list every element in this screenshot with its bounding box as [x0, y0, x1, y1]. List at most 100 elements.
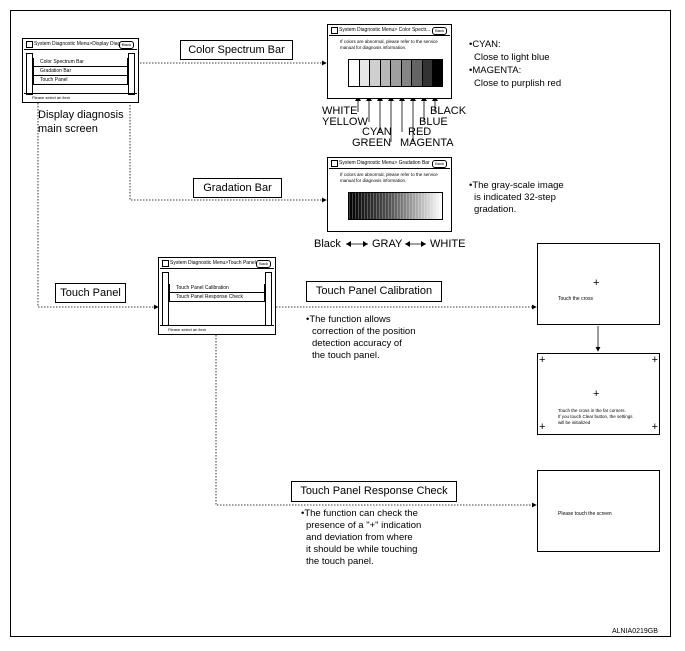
main-screen-caption-2: main screen: [38, 123, 98, 135]
back-button[interactable]: Back: [432, 27, 447, 35]
color-note-4: Close to purplish red: [474, 78, 562, 89]
home-icon[interactable]: [331, 27, 338, 34]
swatch: [349, 60, 360, 86]
home-icon[interactable]: [26, 41, 33, 48]
main-screen-title: System Diagnostic Menu>Display Diag...: [34, 41, 125, 47]
response-note-2: presence of a "+" indication: [306, 520, 422, 531]
line-to-gradation: [129, 105, 327, 203]
gradation-screen: System Diagnostic Menu> Gradation Bar Ba…: [327, 157, 452, 232]
gray-scale-white: WHITE: [430, 238, 466, 250]
response-note-5: the touch panel.: [306, 556, 374, 567]
calibration-note-3: detection accuracy of: [312, 338, 402, 349]
gradation-note-2: is indicated 32-step: [474, 192, 556, 203]
color-note-3: •MAGENTA:: [469, 65, 522, 76]
swatch: [391, 60, 402, 86]
swatch: [360, 60, 370, 86]
label-touch-panel: Touch Panel: [55, 283, 126, 303]
gray-scale-gray: GRAY: [372, 238, 403, 250]
calibration-panel-2-text-2: If you touch Clear button, the settings: [558, 414, 633, 419]
color-screen-title: System Diagnostic Menu> Color Spectr...: [339, 27, 431, 33]
gradation-bar: [348, 192, 443, 220]
color-screen: System Diagnostic Menu> Color Spectr... …: [327, 24, 452, 99]
color-name-white: WHITE: [322, 105, 358, 117]
line-to-touch: [37, 100, 159, 310]
response-panel-text: Please touch the screen: [558, 511, 612, 517]
touch-screen-title-bar: System Diagnostic Menu>Touch Panel Back: [160, 259, 274, 269]
cross-icon: +: [539, 354, 546, 366]
home-icon[interactable]: [331, 160, 338, 167]
right-rail: [128, 53, 135, 95]
gradation-screen-title: System Diagnostic Menu> Gradation Bar: [339, 160, 430, 166]
right-rail: [265, 272, 272, 326]
color-screen-text-1: If colors are abnormal, please refer to …: [340, 39, 438, 44]
response-note-3: and deviation from where: [306, 532, 413, 543]
touch-screen-footer: Please select an item: [160, 325, 274, 333]
calibration-note-2: correction of the position: [312, 326, 416, 337]
response-panel[interactable]: Please touch the screen: [537, 470, 660, 552]
gray-scale-black: Black: [314, 238, 341, 250]
label-gradation: Gradation Bar: [193, 178, 282, 198]
swatch: [423, 60, 433, 86]
touch-screen-title: System Diagnostic Menu>Touch Panel: [170, 260, 256, 266]
calibration-panel-2[interactable]: + + + + + Touch the cross in the far cor…: [537, 353, 660, 435]
left-rail: [26, 53, 33, 95]
swatch: [381, 60, 391, 86]
menu-item-calibration[interactable]: Touch Panel Calibration: [170, 284, 264, 293]
cross-icon: +: [539, 421, 546, 433]
gradation-screen-text-1: If colors are abnormal, please refer to …: [340, 172, 438, 177]
color-name-blue: BLUE: [419, 116, 448, 128]
color-screen-text-2: manual for diagnosis information.: [340, 45, 407, 50]
back-button[interactable]: Back: [119, 41, 134, 49]
menu-item-gradation[interactable]: Gradation Bar: [34, 67, 127, 76]
color-name-red: RED: [408, 126, 432, 138]
swatch: [402, 60, 412, 86]
calibration-panel-2-text-1: Touch the cross in the far corners.: [558, 408, 626, 413]
back-button[interactable]: Back: [256, 260, 271, 268]
figure-frame: [10, 10, 671, 637]
menu-item-touch[interactable]: Touch Panel: [34, 76, 127, 85]
home-icon[interactable]: [162, 260, 169, 267]
calibration-panel-2-text-3: will be initialized: [558, 420, 591, 425]
color-note-2: Close to light blue: [474, 52, 550, 63]
menu-item-response[interactable]: Touch Panel Response Check: [170, 293, 264, 302]
main-menu-list: Color Spectrum Bar Gradation Bar Touch P…: [33, 58, 128, 85]
main-screen-title-bar: System Diagnostic Menu>Display Diag... B…: [24, 40, 137, 50]
cross-icon: +: [593, 277, 600, 289]
swatch: [370, 60, 381, 86]
left-rail: [162, 272, 169, 326]
cross-icon: +: [593, 388, 600, 400]
gradation-note-3: gradation.: [474, 204, 517, 215]
color-name-cyan: CYAN: [362, 126, 392, 138]
swatch: [433, 60, 442, 86]
calibration-note-4: the touch panel.: [312, 350, 380, 361]
response-note-4: it should be while touching: [306, 544, 418, 555]
back-button[interactable]: Back: [432, 160, 447, 168]
gradation-screen-text-2: manual for diagnosis information.: [340, 178, 407, 183]
calibration-panel-1-text: Touch the cross: [558, 296, 594, 302]
gradation-note-1: •The gray-scale image: [469, 180, 564, 191]
label-color-spectrum: Color Spectrum Bar: [180, 40, 293, 60]
label-response: Touch Panel Response Check: [291, 481, 457, 502]
main-screen-caption-1: Display diagnosis: [38, 109, 124, 121]
color-name-green: GREEN: [352, 137, 392, 149]
main-screen-footer: Please select an item: [24, 93, 137, 101]
figure-id: ALNIA0219GB: [612, 628, 658, 635]
color-name-yellow: YELLOW: [322, 116, 368, 128]
swatch: [412, 60, 423, 86]
touch-screen: System Diagnostic Menu>Touch Panel Back …: [158, 257, 276, 335]
response-note-1: •The function can check the: [301, 508, 418, 519]
color-note-1: •CYAN:: [469, 39, 501, 50]
main-screen: System Diagnostic Menu>Display Diag... B…: [22, 38, 139, 103]
label-calibration: Touch Panel Calibration: [306, 281, 442, 302]
touch-menu-list: Touch Panel Calibration Touch Panel Resp…: [169, 284, 265, 302]
cross-icon: +: [651, 354, 658, 366]
gradation-screen-title-bar: System Diagnostic Menu> Gradation Bar Ba…: [329, 159, 450, 169]
menu-item-color[interactable]: Color Spectrum Bar: [34, 58, 127, 67]
calibration-panel-1[interactable]: + Touch the cross: [537, 243, 660, 325]
calibration-note-1: •The function allows: [306, 314, 391, 325]
cross-icon: +: [651, 421, 658, 433]
color-name-magenta: MAGENTA: [400, 137, 454, 149]
color-screen-title-bar: System Diagnostic Menu> Color Spectr... …: [329, 26, 450, 36]
color-name-black: BLACK: [430, 105, 467, 117]
